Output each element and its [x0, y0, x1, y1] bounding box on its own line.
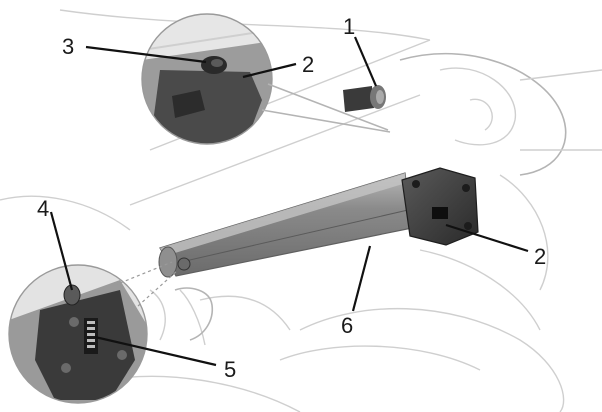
callout-2-top: 2	[302, 52, 314, 77]
detail-circle-bottom	[8, 261, 179, 404]
detail-circle-top	[141, 13, 391, 145]
leader-6	[351, 245, 372, 312]
leader-2-right	[445, 223, 529, 253]
leader-1	[353, 36, 378, 87]
leader-4	[49, 211, 74, 291]
callout-6: 6	[341, 313, 353, 338]
callout-2-right: 2	[534, 244, 546, 269]
callout-5: 5	[224, 357, 236, 382]
frame-lock-cylinder	[343, 85, 386, 112]
hand-sketch	[149, 287, 214, 341]
leader-2-top	[242, 62, 297, 79]
battery-pack	[158, 167, 479, 278]
leader-3	[85, 45, 207, 64]
callout-1: 1	[343, 14, 355, 39]
leader-lines	[49, 36, 529, 367]
callout-4: 4	[37, 196, 49, 221]
callout-labels: 1 2 3 4 5 6 2	[37, 14, 546, 382]
callout-3: 3	[62, 34, 74, 59]
leader-5	[94, 335, 217, 367]
